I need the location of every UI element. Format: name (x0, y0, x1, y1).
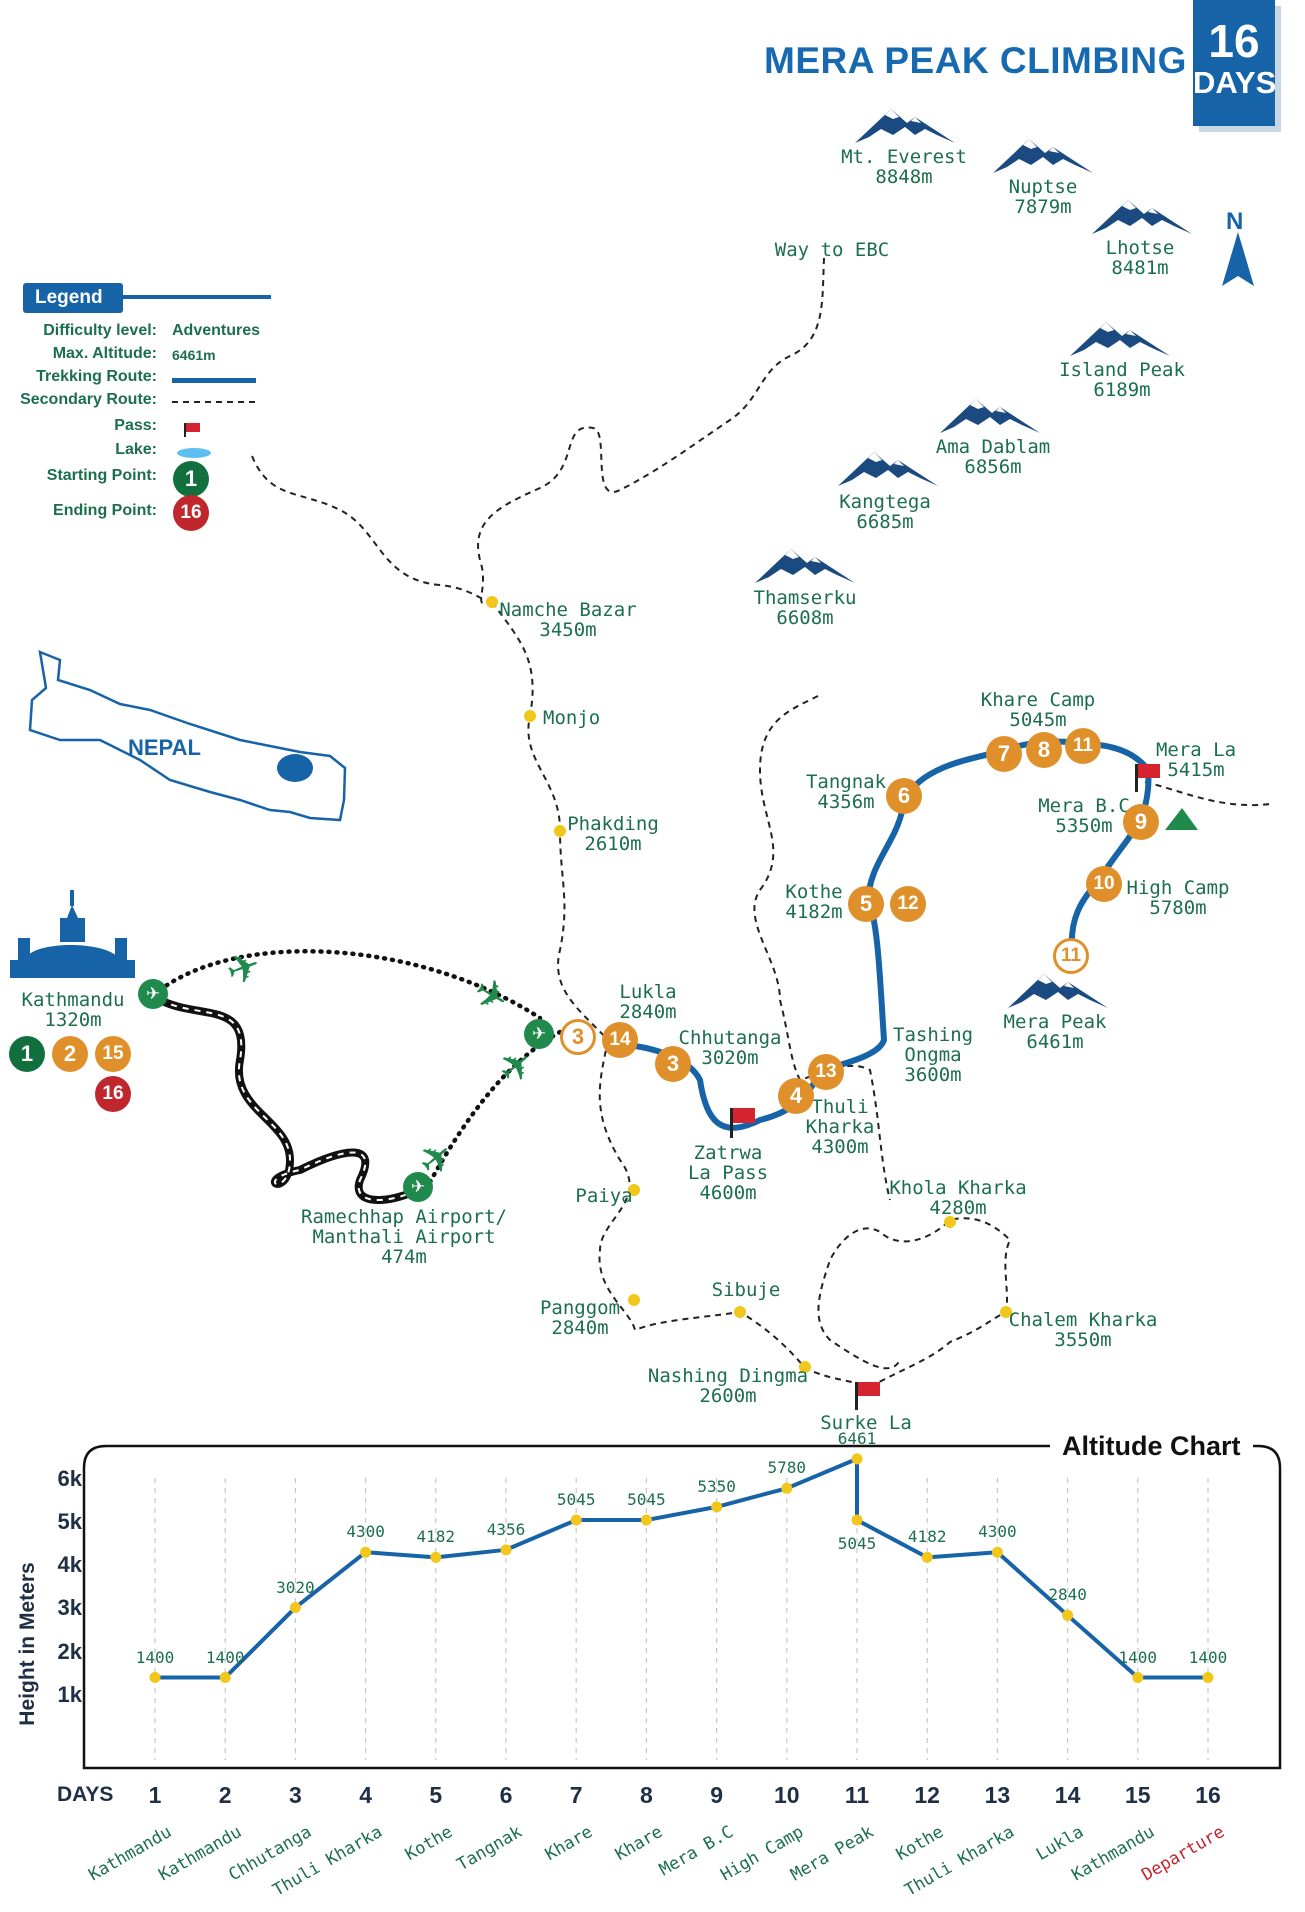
altitude-point (921, 1551, 933, 1563)
route-west (251, 455, 493, 603)
transport-routes (156, 949, 563, 1204)
north-arrow-icon (1222, 232, 1254, 286)
waypoint-namche (486, 596, 498, 608)
waypoint-khola-kharka (944, 1216, 956, 1228)
waypoint-panggom (628, 1294, 640, 1306)
waypoints (486, 596, 1012, 1373)
nepal-outline (28, 650, 347, 822)
secondary-routes (251, 257, 1271, 1388)
altitude-point (851, 1453, 863, 1465)
altitude-point (640, 1514, 652, 1526)
route-surke (817, 1217, 1012, 1388)
mountain-everest-icon (855, 109, 955, 143)
mountain-mera-peak-icon (1008, 974, 1108, 1008)
mountain-thamserku-icon (755, 549, 855, 583)
stupa-icon (10, 890, 135, 978)
flight-path-ramechhap (427, 1029, 563, 1185)
mountain-ama-dablam-icon (940, 399, 1040, 433)
altitude-point (1062, 1609, 1074, 1621)
flag-zatrwa-icon (730, 1108, 755, 1138)
legend-graphics (172, 378, 260, 458)
altitude-point (991, 1546, 1003, 1558)
legend-pass-icon (184, 423, 200, 437)
altitude-point (1132, 1672, 1144, 1684)
flight-path-lukla (157, 949, 543, 1021)
chart-grid (154, 1478, 1209, 1760)
mountain-island-peak-icon (1070, 322, 1170, 356)
route-ebc (477, 257, 825, 605)
altitude-point (219, 1672, 231, 1684)
altitude-point (500, 1544, 512, 1556)
waypoint-sibuje (734, 1306, 746, 1318)
mountain-kangtega-icon (838, 452, 938, 486)
flag-surke-la-icon (855, 1382, 880, 1410)
waypoint-chalem-kharka (1000, 1306, 1012, 1318)
altitude-chart-frame (82, 1444, 1282, 1770)
route-meri-la-east (1144, 781, 1271, 807)
waypoint-nashing (799, 1361, 811, 1373)
trekking-route (617, 738, 1152, 1131)
altitude-point (570, 1514, 582, 1526)
tent-icon (1165, 808, 1198, 830)
altitude-point (289, 1602, 301, 1614)
altitude-point (711, 1501, 723, 1513)
altitude-point (781, 1482, 793, 1494)
altitude-point (430, 1551, 442, 1563)
route-namche-lukla (491, 601, 609, 1041)
altitude-point (360, 1546, 372, 1558)
altitude-point (1202, 1672, 1214, 1684)
route-east-secondary (753, 695, 891, 1201)
lake-icon (277, 754, 313, 782)
route-south (598, 1039, 871, 1388)
legend-trek-line (172, 378, 256, 383)
mountain-nuptse-icon (993, 139, 1093, 173)
altitude-series-line (155, 1456, 1208, 1680)
altitude-point (149, 1672, 161, 1684)
waypoint-paiya (628, 1184, 640, 1196)
legend-lake-icon (177, 448, 211, 458)
mountain-range (755, 109, 1192, 1008)
altitude-point (851, 1514, 863, 1526)
flag-mera-la-icon (1135, 764, 1160, 792)
chart-line (149, 1453, 1214, 1684)
pass-flags (730, 764, 1160, 1410)
waypoint-phakding (554, 825, 566, 837)
mountain-lhotse-icon (1092, 200, 1192, 234)
waypoint-monjo (524, 710, 536, 722)
